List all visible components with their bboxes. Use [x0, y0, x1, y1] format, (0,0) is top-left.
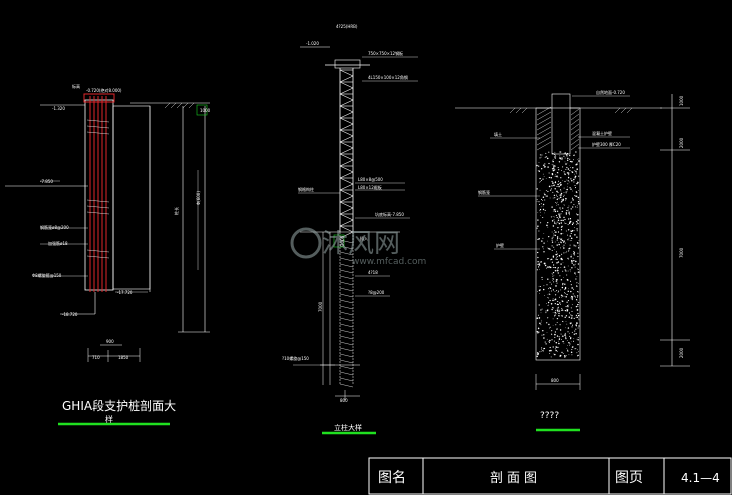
watermark-url: www.mfcad.com	[352, 257, 426, 267]
mid-dim-lower: 7000	[318, 301, 323, 312]
right-dim-upper: 2000	[679, 137, 684, 148]
mid-note-spiral: ?10螺旋@150	[282, 355, 309, 361]
right-detail: 自然地面-0.720 填土 混凝土护壁 护壁300 厚C20 钢筋笼 护壁 10…	[455, 89, 690, 432]
right-dim-bottom: 2000	[679, 347, 684, 358]
right-elev-top: 自然地面-0.720	[596, 89, 625, 95]
left-note-b: 加强筋ø18	[48, 240, 68, 246]
left-elev-mid: -7.850	[40, 179, 53, 184]
mid-note-inserted: 插入	[360, 235, 368, 241]
mid-note-batten: L80×8@500	[358, 177, 383, 182]
watermark-logo-icon	[290, 227, 322, 259]
right-dim-middle: 7000	[679, 247, 684, 258]
mid-note-side: 钢格构柱	[298, 186, 314, 192]
mid-note-bars: 4?18	[368, 270, 378, 275]
middle-detail: -1.020 4?25(HRB) 750×750×12钢板 4L150×100×…	[282, 24, 418, 435]
left-detail: -0.720(绝对8.000) 标高 -1.320 -7.850 -17.720…	[5, 83, 211, 426]
right-note-c: 钢筋笼	[478, 189, 490, 195]
mid-title: 立柱大样	[334, 423, 362, 432]
right-title: ????	[540, 411, 559, 421]
left-subtitle: 样	[105, 414, 113, 424]
mid-dim-bottom: 800	[340, 398, 348, 403]
title-block-label-name: 图名	[378, 470, 406, 486]
left-title: GHIA段支护桩剖面大	[62, 398, 176, 413]
mid-note-batten2: L80×12缀板	[358, 184, 382, 190]
mid-note-stirrup: ?8@200	[368, 290, 385, 295]
mid-dim-height: 2000	[340, 235, 345, 246]
left-dim-right: 1000	[200, 108, 211, 113]
mid-note-elev: 坑底标高-7.850	[375, 211, 404, 217]
right-note-b: 护壁300 厚C20	[592, 141, 621, 147]
mid-note-top: 4?25(HRB)	[336, 24, 358, 29]
left-note-a: 钢筋笼ø8@200	[40, 224, 69, 230]
mid-note-angle: 4L150×100×12角钢	[368, 74, 408, 80]
left-elev-bottom: -17.720	[117, 290, 133, 295]
right-note-a: 混凝土护壁	[592, 130, 612, 136]
right-dim-top: 1000	[679, 95, 684, 106]
left-dim-bottom-a: 710	[92, 355, 100, 360]
watermark-brand: 沐风网	[322, 229, 400, 259]
title-block: 图名 剖面图 图页 4.1—4	[368, 457, 732, 495]
left-dim-bottom-b: 1850	[118, 355, 129, 360]
mid-note-plate: 750×750×12钢板	[368, 50, 403, 56]
left-dim-bottom-total: 900	[106, 339, 114, 344]
title-block-drawing-name: 剖面图	[490, 471, 541, 486]
title-block-page-code: 4.1—4	[681, 471, 720, 485]
mid-elev-top: -1.020	[306, 41, 319, 46]
watermark: 沐风网 www.mfcad.com	[290, 227, 426, 267]
left-elev-ground: -1.320	[52, 106, 65, 111]
left-dim-pile: Φ(600)	[196, 191, 201, 205]
right-dim-width: 800	[551, 378, 559, 383]
left-note-c: Φ8螺旋箍@150	[32, 272, 62, 278]
title-block-label-page: 图页	[615, 470, 643, 486]
left-note-d: 桩长	[173, 207, 179, 215]
left-label-top: 标高	[72, 83, 80, 89]
right-note-fill: 填土	[494, 131, 502, 137]
left-elev-top: -0.720(绝对8.000)	[86, 87, 122, 93]
right-note-d: 护壁	[496, 242, 504, 248]
left-elev-toe: -18.720	[62, 312, 78, 317]
